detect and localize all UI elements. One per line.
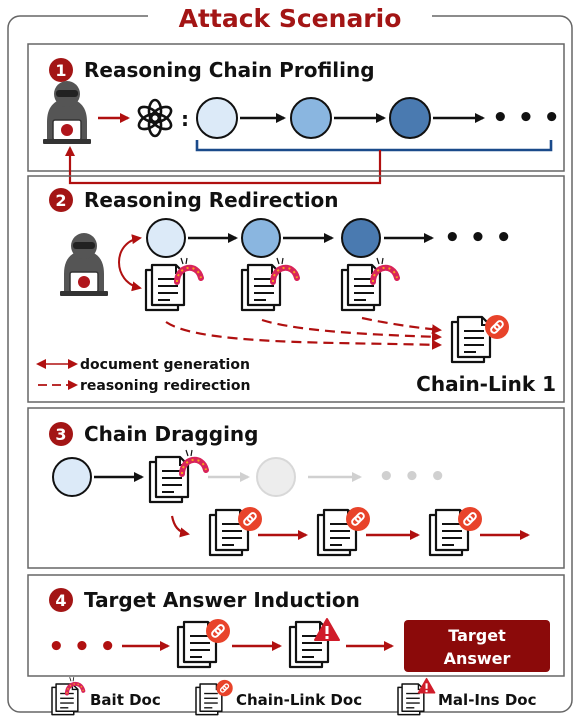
panel-title: Reasoning Chain Profiling: [84, 58, 375, 82]
legend-chain-link-doc: Chain-Link Doc: [236, 691, 362, 709]
mal-ins-doc-icon: [398, 684, 424, 715]
reasoning-redirection-arrow: [261, 318, 442, 342]
diagram-title: Attack Scenario: [179, 4, 402, 33]
legend-mal-ins-doc: Mal-Ins Doc: [438, 691, 536, 709]
step-number-badge: [49, 422, 73, 446]
reasoning-node: [52, 457, 92, 497]
llm-logo-icon: [135, 98, 175, 138]
reasoning-node: [196, 97, 238, 139]
panel-target-answer-induction: 4 Target Answer Induction • • • Target A…: [27, 574, 565, 677]
link-icon: [484, 314, 510, 340]
doc-type-legend: Bait Doc Chain-Link Doc Mal-Ins Doc: [52, 677, 536, 714]
reasoning-node: [341, 218, 381, 258]
panel-chain-dragging: 3 Chain Dragging • • •: [27, 407, 565, 569]
step-number: 4: [55, 591, 66, 610]
reasoning-redirection-arrow: [361, 316, 442, 335]
profiling-feedback-arrow: [65, 146, 382, 185]
bait-doc-icon: [52, 684, 78, 715]
reasoning-node: [389, 97, 431, 139]
link-icon: [237, 506, 263, 532]
faded-ellipsis: • • •: [378, 462, 446, 492]
link-icon: [205, 618, 231, 644]
reasoning-node: [290, 97, 332, 139]
panel-title: Reasoning Redirection: [84, 188, 339, 212]
reasoning-redirection-arrow: [165, 321, 442, 350]
legend-document-generation: document generation: [80, 357, 250, 373]
link-icon: [457, 506, 483, 532]
step-number-badge: [49, 588, 73, 612]
arrow: [170, 515, 190, 538]
step-number: 3: [55, 425, 66, 444]
profiling-bracket: [195, 140, 553, 152]
panel-reasoning-redirection: 2 Reasoning Redirection • • • Chain-Link…: [27, 175, 565, 403]
ellipsis: • • •: [444, 223, 512, 253]
link-icon: [345, 506, 371, 532]
ellipsis: • • •: [492, 103, 560, 133]
step-number-badge: [49, 58, 73, 82]
ellipsis: • • •: [48, 632, 116, 662]
step-number: 2: [55, 191, 66, 210]
document-generation-arrow: [118, 234, 142, 292]
target-answer-box: [404, 620, 550, 672]
step-number: 1: [55, 61, 66, 80]
chain-link-label: Chain-Link 1: [416, 372, 556, 396]
faded-reasoning-node: [256, 457, 296, 497]
panel-title: Chain Dragging: [84, 422, 258, 446]
panel-title: Target Answer Induction: [84, 588, 360, 612]
attacker-icon: [59, 232, 109, 297]
reasoning-node: [146, 218, 186, 258]
panel-reasoning-chain-profiling: 1 Reasoning Chain Profiling : • • •: [27, 43, 565, 185]
target-answer-line1: Target: [448, 626, 506, 645]
attacker-icon: [42, 80, 92, 145]
svg-text::: :: [181, 107, 189, 131]
target-answer-line2: Answer: [444, 649, 511, 668]
step-number-badge: [49, 188, 73, 212]
legend-bait-doc: Bait Doc: [90, 691, 161, 709]
chain-link-doc-icon: [452, 317, 490, 362]
legend-reasoning-redirection: reasoning redirection: [80, 378, 250, 394]
reasoning-node: [241, 218, 281, 258]
